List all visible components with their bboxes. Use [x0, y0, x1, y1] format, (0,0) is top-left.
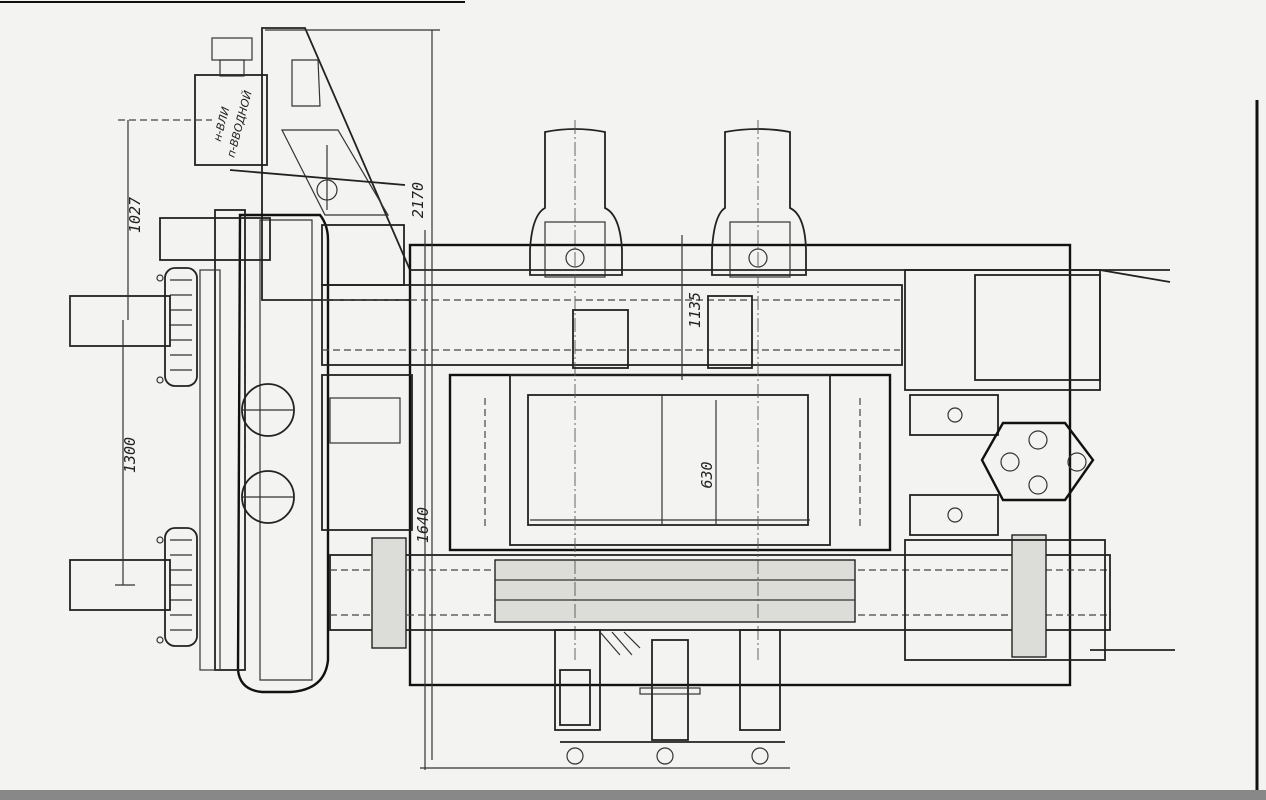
dim-1640-label: 1640 — [414, 507, 432, 543]
dim-1300-label: 1300 — [121, 437, 139, 473]
dim-630-label: 630 — [698, 461, 716, 488]
bottom-scan-shadow — [0, 790, 1266, 800]
main-body — [321, 224, 1175, 687]
top-columns — [529, 120, 807, 660]
dim-1135-label: 1135 — [686, 292, 704, 328]
dim-1027-label: 1027 — [126, 197, 144, 233]
dimension-lines — [115, 29, 790, 770]
dim-2170-label: 2170 — [409, 182, 427, 218]
bottom-columns — [554, 629, 785, 765]
stamp-label-bottom: п-ВВОДНОЙ — [224, 89, 254, 159]
